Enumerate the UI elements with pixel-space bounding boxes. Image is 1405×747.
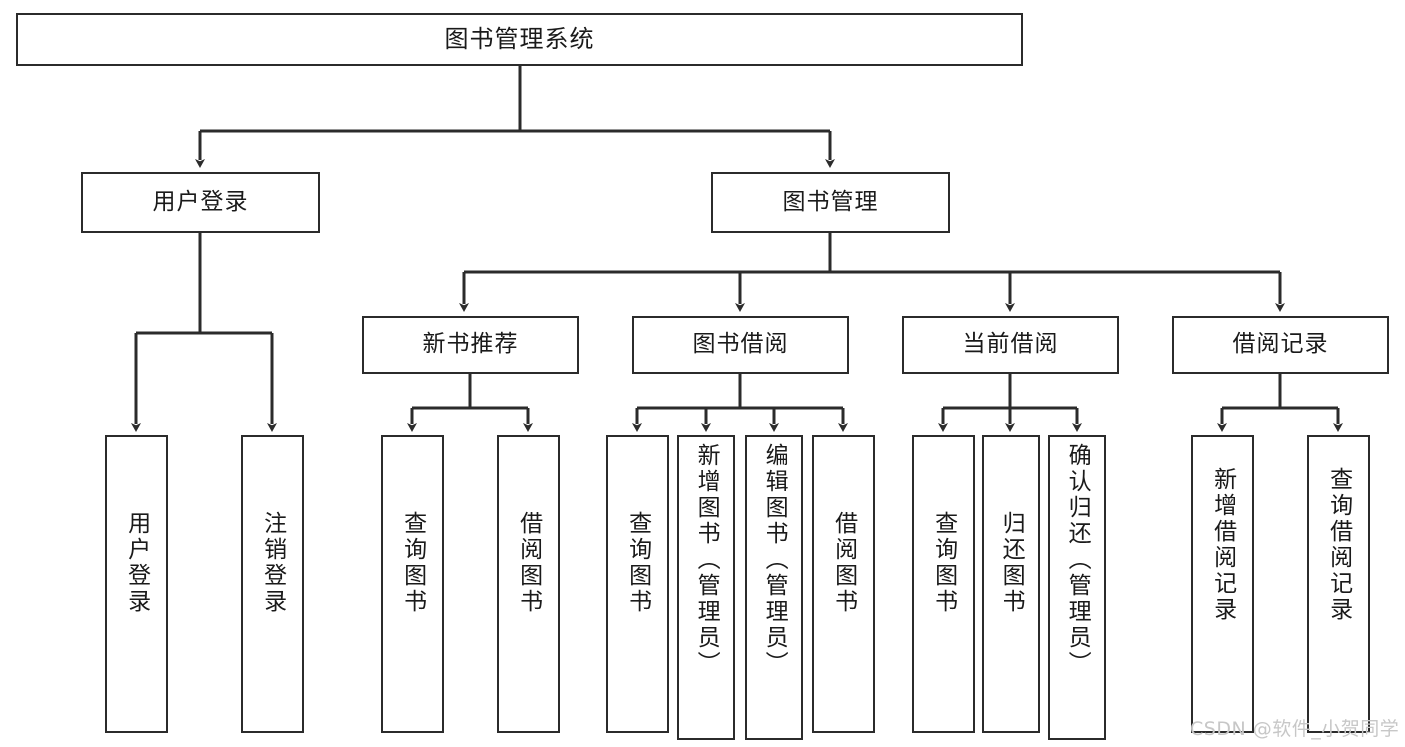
node-label: 用户登录	[152, 188, 249, 215]
leaf-book-borrow-add-book-admin[interactable]: 新增图书（管理员）	[677, 435, 735, 740]
leaf-current-borrow-query-books[interactable]: 查询图书	[912, 435, 975, 733]
leaf-book-borrow-borrow-books[interactable]: 借阅图书	[812, 435, 875, 733]
node-label: 新增借阅记录	[1209, 467, 1236, 623]
node-label: 归还图书	[998, 511, 1025, 615]
leaf-new-book-borrow-books[interactable]: 借阅图书	[497, 435, 560, 733]
leaf-current-borrow-return-books[interactable]: 归还图书	[982, 435, 1040, 733]
node-current-borrow[interactable]: 当前借阅	[902, 316, 1119, 374]
node-label: 新增图书（管理员）	[693, 443, 720, 677]
node-root-book-management-system[interactable]: 图书管理系统	[16, 13, 1023, 66]
node-book-management[interactable]: 图书管理	[711, 172, 950, 233]
leaf-borrow-record-add-record[interactable]: 新增借阅记录	[1191, 435, 1254, 733]
node-label: 查询借阅记录	[1325, 467, 1352, 623]
leaf-user-login-login[interactable]: 用户登录	[105, 435, 168, 733]
leaf-book-borrow-query-books[interactable]: 查询图书	[606, 435, 669, 733]
leaf-book-borrow-edit-book-admin[interactable]: 编辑图书（管理员）	[745, 435, 803, 740]
node-label: 图书管理系统	[444, 25, 595, 54]
node-user-login[interactable]: 用户登录	[81, 172, 320, 233]
node-book-borrow[interactable]: 图书借阅	[632, 316, 849, 374]
watermark-csdn: CSDN @软件_小贺同学	[1190, 718, 1400, 740]
node-label: 用户登录	[123, 511, 150, 615]
node-label: 借阅图书	[830, 511, 857, 615]
leaf-borrow-record-query-record[interactable]: 查询借阅记录	[1307, 435, 1370, 733]
leaf-current-borrow-confirm-return-admin[interactable]: 确认归还（管理员）	[1048, 435, 1106, 740]
node-label: 注销登录	[259, 511, 286, 615]
node-label: 图书管理	[782, 188, 879, 215]
node-label: 新书推荐	[422, 331, 519, 358]
node-label: 当前借阅	[962, 331, 1059, 358]
node-label: 确认归还（管理员）	[1064, 443, 1091, 677]
leaf-user-login-logout[interactable]: 注销登录	[241, 435, 304, 733]
node-borrow-record[interactable]: 借阅记录	[1172, 316, 1389, 374]
node-label: 借阅图书	[515, 511, 542, 615]
leaf-new-book-query-books[interactable]: 查询图书	[381, 435, 444, 733]
node-label: 借阅记录	[1232, 331, 1329, 358]
node-label: 查询图书	[399, 511, 426, 615]
node-label: 查询图书	[930, 511, 957, 615]
node-new-book-recommend[interactable]: 新书推荐	[362, 316, 579, 374]
node-label: 图书借阅	[692, 331, 789, 358]
node-label: 查询图书	[624, 511, 651, 615]
node-label: 编辑图书（管理员）	[761, 443, 788, 677]
